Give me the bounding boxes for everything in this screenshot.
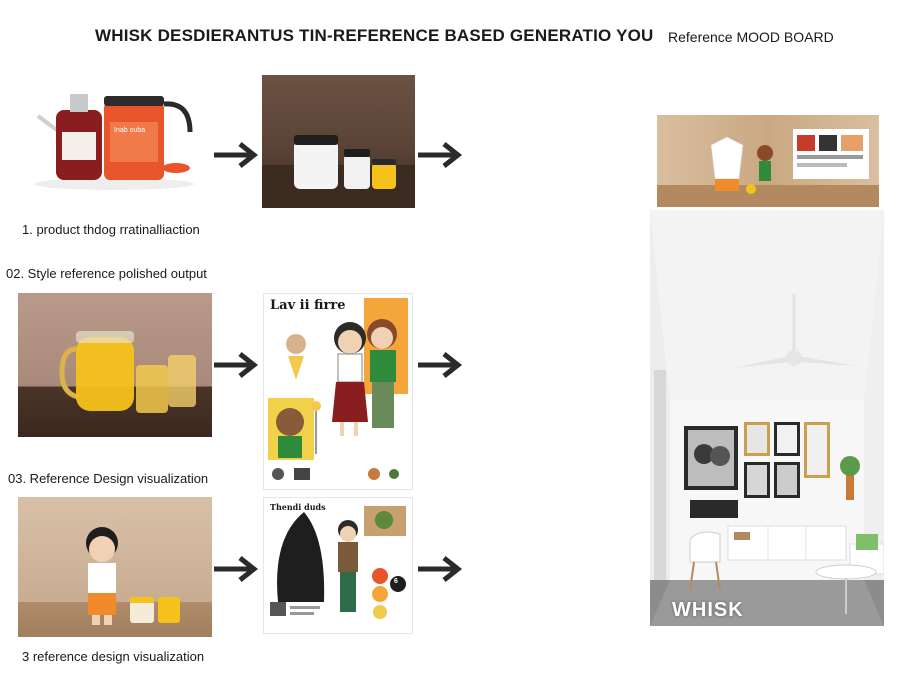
fashion-design-sheet: Thendi duds 6 xyxy=(263,497,413,634)
arrow-right-icon xyxy=(212,554,262,584)
character-design-sheet: Lav ii firre xyxy=(263,293,413,490)
mood-board-wood-shelf xyxy=(657,115,879,207)
sheet-title: Lav ii firre xyxy=(270,298,346,313)
row-caption: 1. product thdog rratinalliaction xyxy=(22,222,200,237)
page-title: WHISK DESDIERANTUS TIN-REFERENCE BASED G… xyxy=(95,26,654,45)
arrow-right-icon xyxy=(416,140,466,170)
sheet-title: Thendi duds xyxy=(270,502,326,512)
arrow-right-icon xyxy=(416,554,466,584)
product-photo-bottles: Inab ouba xyxy=(18,72,210,204)
interior-room-render xyxy=(650,210,884,626)
row-caption: 03. Reference Design visualization xyxy=(8,471,209,486)
brand-watermark: WHISK xyxy=(672,599,744,621)
row-caption: 3 reference design visualization xyxy=(22,649,205,664)
juice-pitcher-photo xyxy=(18,293,212,437)
product-label-text: Inab ouba xyxy=(114,127,145,134)
arrow-right-icon xyxy=(212,350,262,380)
page-subtitle: Reference MOOD BOARD xyxy=(668,29,834,45)
row-caption: 02. Style reference polished output xyxy=(6,266,207,281)
arrow-right-icon xyxy=(212,140,262,170)
badge-number: 6 xyxy=(394,578,398,585)
product-photo-jars-on-wood xyxy=(262,75,415,208)
figurine-photo xyxy=(18,497,212,637)
arrow-right-icon xyxy=(416,350,466,380)
